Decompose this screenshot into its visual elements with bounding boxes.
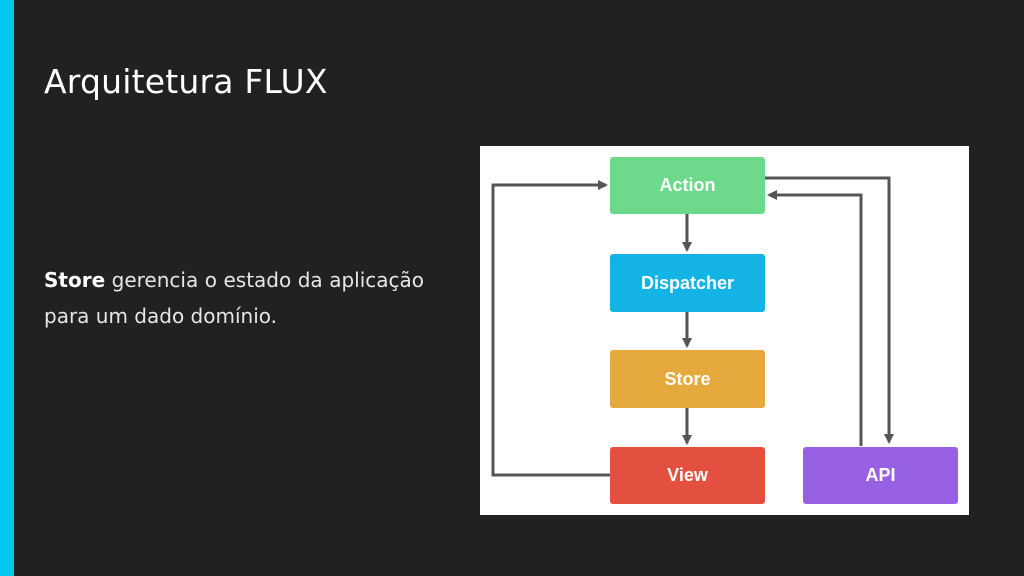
node-view: View — [610, 447, 765, 504]
flux-diagram-arrows — [491, 176, 894, 477]
edge-view-action — [491, 180, 610, 477]
body-description: gerencia o estado da aplicação para um d… — [44, 268, 424, 328]
edge-api-action — [767, 190, 863, 446]
node-label: View — [667, 465, 708, 485]
accent-bar — [0, 0, 14, 576]
node-label: Store — [664, 368, 711, 389]
slide-title: Arquitetura FLUX — [44, 62, 328, 101]
node-api: API — [803, 447, 958, 504]
flux-diagram: Action Dispatcher Store View API — [480, 146, 969, 515]
node-label: Action — [659, 175, 716, 195]
node-dispatcher: Dispatcher — [610, 254, 765, 312]
slide-body-text: Store gerencia o estado da aplicação par… — [44, 262, 424, 334]
node-label: API — [865, 465, 896, 485]
node-action: Action — [610, 157, 765, 214]
node-store: Store — [610, 350, 765, 408]
edge-action-api — [765, 176, 894, 444]
node-label: Dispatcher — [640, 272, 735, 293]
body-term: Store — [44, 268, 106, 292]
